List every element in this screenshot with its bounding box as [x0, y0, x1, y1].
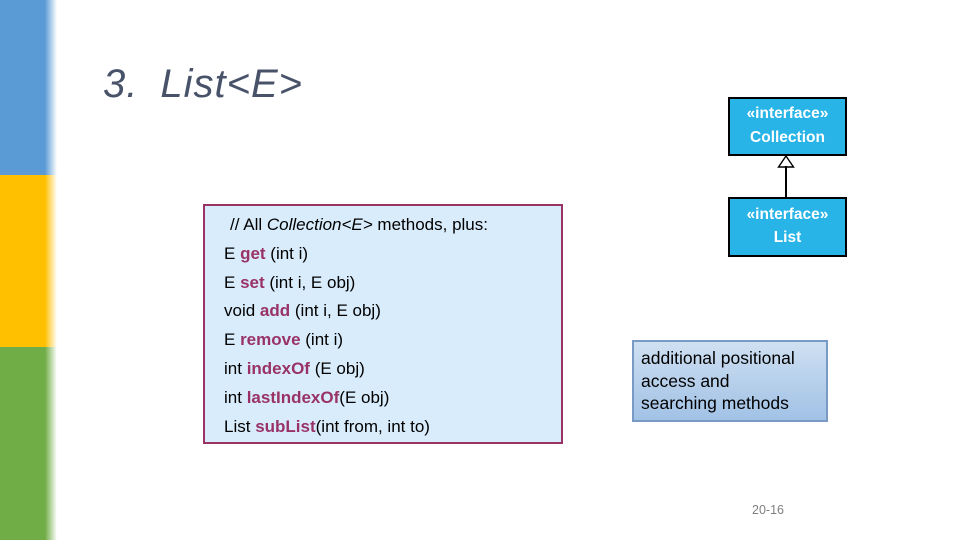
comment-prefix: // All: [230, 215, 267, 234]
generalization-line: [785, 166, 787, 198]
uml-box-list: «interface» List: [728, 197, 847, 257]
uml-list-stereotype: «interface»: [746, 206, 829, 223]
method-name: get: [240, 243, 266, 263]
method-name: indexOf: [246, 358, 310, 378]
accent-bar-yellow: [0, 175, 58, 347]
method-name: lastIndexOf: [246, 387, 340, 407]
code-lines: E get (int i) E set (int i, E obj) void ad…: [224, 240, 553, 442]
list-methods-code-box: // All Collection<E> methods, plus: E ge…: [203, 204, 563, 444]
code-line: int lastIndexOf(E obj): [224, 387, 390, 407]
code-line: E remove (int i): [224, 330, 344, 350]
method-name: remove: [240, 330, 301, 350]
code-line: void add (int i, E obj): [224, 301, 381, 321]
slide-title-text: List<E>: [160, 62, 304, 106]
code-line: int indexOf (E obj): [224, 358, 365, 378]
comment-suffix: methods, plus:: [372, 215, 488, 234]
method-name: add: [259, 301, 291, 321]
comment-italic: Collection<E>: [266, 215, 373, 234]
uml-box-collection: «interface» Collection: [728, 97, 847, 156]
uml-collection-stereotype: «interface»: [746, 105, 829, 122]
method-name: subList: [255, 416, 316, 436]
method-name: set: [240, 272, 265, 292]
slide-title-number: 3.: [103, 62, 139, 106]
accent-bar-blue: [0, 0, 58, 175]
callout-text-line: searching methods: [641, 393, 789, 413]
accent-bar-green: [0, 347, 58, 540]
code-line: E get (int i): [224, 243, 309, 263]
code-line: List subList(int from, int to): [224, 416, 430, 436]
code-comment-line: // All Collection<E> methods, plus:: [224, 211, 553, 240]
page-number: 20-16: [752, 503, 784, 517]
code-line: E set (int i, E obj): [224, 272, 356, 292]
callout-text-line: additional positional: [641, 348, 795, 368]
callout-text-line: access and: [641, 370, 730, 391]
slide-title: 3. List<E>: [103, 62, 303, 107]
uml-collection-name: Collection: [750, 129, 825, 146]
uml-list-name: List: [773, 229, 802, 246]
